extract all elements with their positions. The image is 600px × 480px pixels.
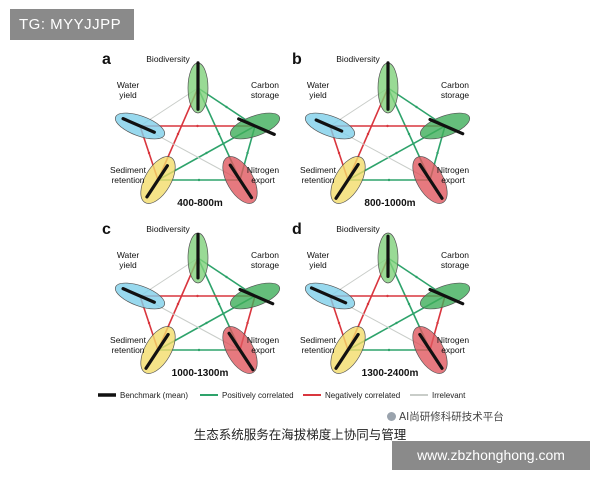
benchmark-bar-sediment-retention [145,164,169,199]
coefficient-mark [387,348,391,352]
coefficient-mark [246,151,249,155]
coefficient-mark [147,151,151,155]
coefficient-mark [415,105,418,109]
label-biodiversity: Biodiversity [336,54,380,64]
coefficient-mark [415,275,418,279]
panel-letter: c [102,221,111,238]
panel-letter: d [292,221,302,238]
coefficient-mark [366,132,370,136]
benchmark-bar-carbon-storage [237,117,276,136]
legend-label: Benchmark (mean) [120,391,188,400]
coefficient-mark [407,132,411,136]
coefficient-mark [387,178,391,182]
panel-letter: b [292,51,302,68]
benchmark-bar-nitrogen-export [418,332,444,370]
coefficient-mark [196,124,199,128]
coefficient-mark [436,151,439,155]
coefficient-mark [205,151,208,155]
source-credit: AI尚研修科研技术平台 [387,409,504,424]
wechat-icon [387,412,396,421]
coefficient-mark [407,302,411,306]
coefficient-mark [386,124,389,128]
coefficient-mark [217,302,221,306]
elevation-range: 1000-1300m [172,368,229,379]
coefficient-mark [225,105,228,109]
benchmark-bar-nitrogen-export [227,331,255,372]
benchmark-bar-nitrogen-export [228,163,254,200]
elevation-range: 1300-2400m [362,368,419,379]
coefficient-mark [337,321,341,325]
label-biodiversity: Biodiversity [146,54,190,64]
coefficient-mark [337,151,341,155]
coefficient-mark [436,321,439,325]
benchmark-bar-sediment-retention [334,332,360,370]
benchmark-bar-water-yield [314,118,344,133]
coefficient-mark [225,275,228,279]
benchmark-bar-sediment-retention [144,332,170,370]
panel-letter: a [102,51,111,68]
label-biodiversity: Biodiversity [146,224,190,234]
label-biodiversity: Biodiversity [336,224,380,234]
benchmark-bar-water-yield [309,286,348,305]
elevation-range: 800-1000m [364,198,415,209]
legend: Benchmark (mean) Positively correlated Neg… [98,391,466,400]
benchmark-bar-water-yield [121,117,156,134]
source-credit-text: AI尚研修科研技术平台 [399,411,504,423]
coefficient-mark [205,321,208,325]
legend-label: Positively correlated [222,391,294,400]
benchmark-bar-sediment-retention [334,162,360,200]
coefficient-mark [246,321,249,325]
benchmark-bar-carbon-storage [238,287,275,306]
coefficient-mark [176,302,180,306]
coefficient-mark [197,178,201,182]
elevation-range: 400-800m [177,198,223,209]
coefficient-mark [197,348,201,352]
benchmark-bar-nitrogen-export [418,162,444,200]
watermark: www.zbzhonghong.com [392,441,590,470]
benchmark-bar-water-yield [121,287,156,304]
benchmark-bar-carbon-storage [428,117,465,136]
coefficient-mark [395,151,398,155]
coefficient-mark [395,321,398,325]
coefficient-mark [217,132,221,136]
coefficient-mark [176,132,180,136]
legend-label: Negatively correlated [325,391,400,400]
coefficient-mark [147,321,151,325]
source-tag: TG: MYYJJPP [10,9,134,40]
figure-caption: 生态系统服务在海拔梯度上协同与管理 [193,427,407,442]
coefficient-mark [366,302,370,306]
legend-label: Irrelevant [432,391,466,400]
coefficient-mark [386,294,389,298]
coefficient-mark [196,294,199,298]
benchmark-bar-carbon-storage [428,287,465,306]
